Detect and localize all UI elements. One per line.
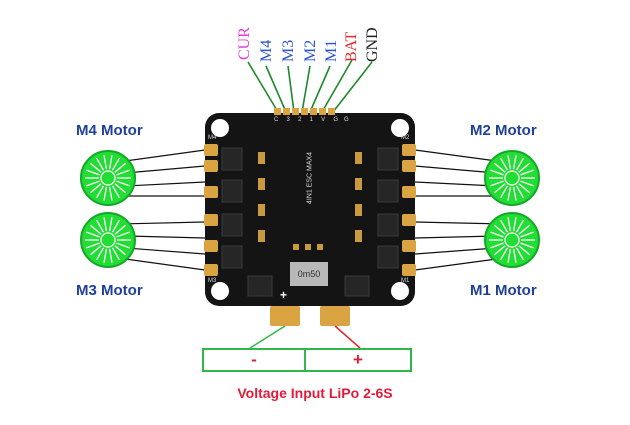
- shunt-marking: 0m50: [297, 269, 321, 279]
- pin-label-m3: M3: [280, 39, 297, 62]
- mount-hole-br: [391, 282, 409, 300]
- pin-label-cur: CUR: [236, 27, 253, 60]
- esc-board: [204, 108, 416, 326]
- motor-label-m3: M3 Motor: [76, 282, 143, 299]
- signal-header: [274, 108, 335, 115]
- mount-hole-bl: [211, 282, 229, 300]
- left-motor-pads: [204, 144, 218, 276]
- passive-components: [258, 152, 362, 250]
- motor-m1: [484, 212, 540, 268]
- silk-3: 3: [286, 117, 290, 123]
- negative-wire: [249, 325, 286, 349]
- silk-v: V: [321, 117, 326, 123]
- battery-pads: [270, 306, 350, 326]
- motor-m3: [80, 212, 136, 268]
- voltage-caption: Voltage Input LiPo 2-6S: [237, 385, 393, 401]
- motor-label-m4: M4 Motor: [76, 122, 143, 139]
- mount-hole-tl: [211, 119, 229, 137]
- battery-positive-box: +: [304, 348, 412, 372]
- right-motor-pads: [402, 144, 416, 276]
- board-name: 4IN1 ESC MAX4: [306, 151, 314, 205]
- pin-label-m2: M2: [302, 39, 319, 62]
- motor-wires: [117, 149, 505, 271]
- silk-pins: C 3 2 1 V G: [274, 117, 338, 123]
- silk-m2: M2: [401, 135, 410, 141]
- positive-wire: [334, 325, 361, 349]
- motor-label-m2: M2 Motor: [470, 122, 537, 139]
- silk-m1: M1: [401, 278, 410, 284]
- silk-m3: M3: [208, 278, 217, 284]
- motor-m4: [80, 150, 136, 206]
- current-shunt: [290, 262, 328, 286]
- pin-label-gnd: GND: [364, 27, 381, 62]
- motor-m2: [484, 150, 540, 206]
- mount-hole-tr: [391, 119, 409, 137]
- silk-2: 2: [298, 117, 302, 123]
- pin-label-m4: M4: [258, 39, 275, 62]
- pin-label-m1: M1: [323, 39, 340, 62]
- silk-c: C: [274, 117, 279, 123]
- silk-g: G: [333, 117, 338, 123]
- motor-label-m1: M1 Motor: [470, 282, 537, 299]
- mosfet-chips: [221, 147, 399, 297]
- signal-wires: [247, 59, 373, 113]
- pin-label-bat: BAT: [343, 31, 360, 62]
- silk-1: 1: [309, 117, 313, 123]
- silk-m4: M4: [208, 135, 217, 141]
- silk-g2: G: [344, 117, 349, 123]
- board-plus-mark: +: [280, 288, 288, 302]
- motors: [80, 150, 540, 268]
- battery-negative-box: -: [202, 348, 306, 372]
